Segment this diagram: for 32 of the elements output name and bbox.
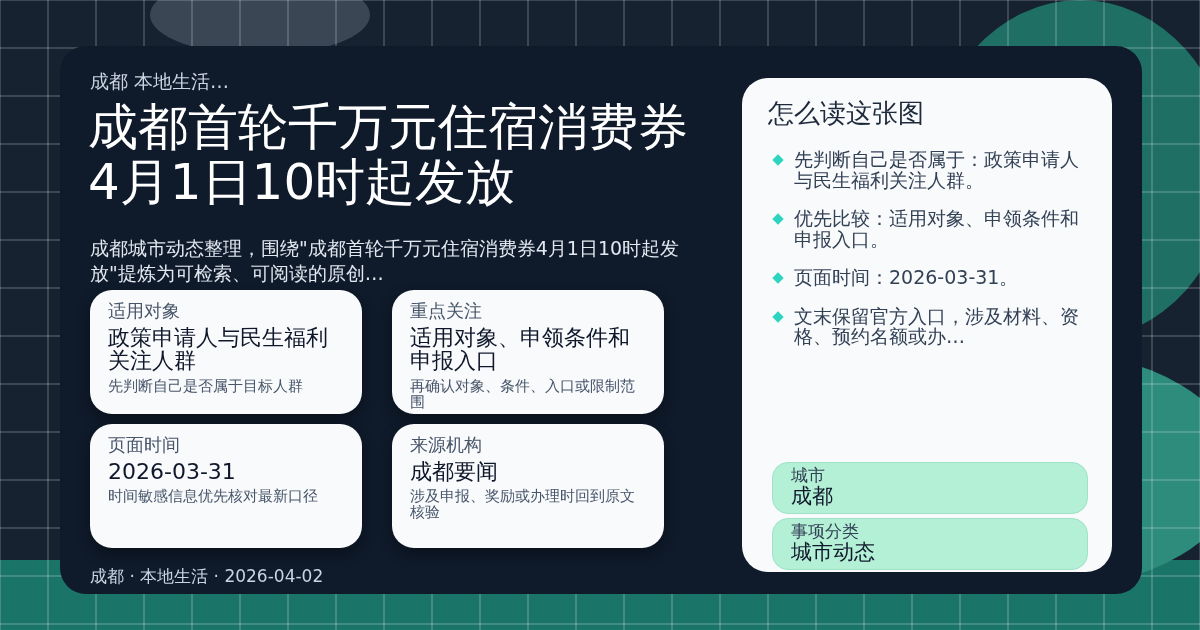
card-heading: 重点关注 bbox=[410, 300, 483, 322]
chip-label: 城市 bbox=[791, 467, 826, 485]
card-heading: 适用对象 bbox=[108, 300, 181, 322]
card-note: 涉及申报、奖励或办理时回到原文核验 bbox=[410, 489, 636, 521]
eyebrow-text: 成都 本地生活… bbox=[90, 70, 231, 93]
bullet-item: 优先比较：适用对象、申领条件和申报入口。 bbox=[768, 208, 1086, 250]
chip-value: 成都 bbox=[791, 484, 834, 507]
card-value: 成都要闻 bbox=[410, 459, 499, 484]
panel-title: 怎么读这张图 bbox=[768, 97, 925, 130]
card-note: 先判断自己是否属于目标人群 bbox=[108, 379, 304, 395]
footer-text: 成都 · 本地生活 · 2026-04-02 bbox=[90, 566, 325, 587]
info-card bbox=[90, 424, 362, 548]
bullet-item: 文末保留官方入口，涉及材料、资格、预约名额或办… bbox=[768, 305, 1086, 347]
title: 成都首轮千万元住宿消费券4月1日10时起发放 bbox=[88, 100, 689, 210]
card-heading: 页面时间 bbox=[108, 434, 181, 456]
card-note: 再确认对象、条件、入口或限制范围 bbox=[410, 379, 636, 411]
tag-chip bbox=[772, 518, 1088, 570]
tag-chip bbox=[772, 462, 1088, 514]
reading-guide-panel bbox=[742, 78, 1112, 572]
info-card bbox=[90, 290, 362, 414]
bullet-item: 先判断自己是否属于：政策申请人与民生福利关注人群。 bbox=[768, 149, 1086, 191]
chip-value: 城市动态 bbox=[791, 540, 876, 563]
info-card bbox=[392, 424, 664, 548]
card-value: 适用对象、申领条件和申报入口 bbox=[410, 325, 631, 374]
info-card bbox=[392, 290, 664, 414]
card-heading: 来源机构 bbox=[410, 434, 483, 456]
bullet-item: 页面时间：2026-03-31。 bbox=[768, 267, 1086, 288]
summary-paragraph: 成都城市动态整理，围绕"成都首轮千万元住宿消费券4月1日10时起发放"提炼为可检索、可阅读的原创… bbox=[90, 236, 681, 286]
card-value: 2026-03-31 bbox=[108, 459, 237, 484]
card-note: 时间敏感信息优先核对最新口径 bbox=[108, 489, 319, 506]
chip-label: 事项分类 bbox=[791, 523, 860, 541]
card-value: 政策申请人与民生福利关注人群 bbox=[108, 325, 329, 374]
